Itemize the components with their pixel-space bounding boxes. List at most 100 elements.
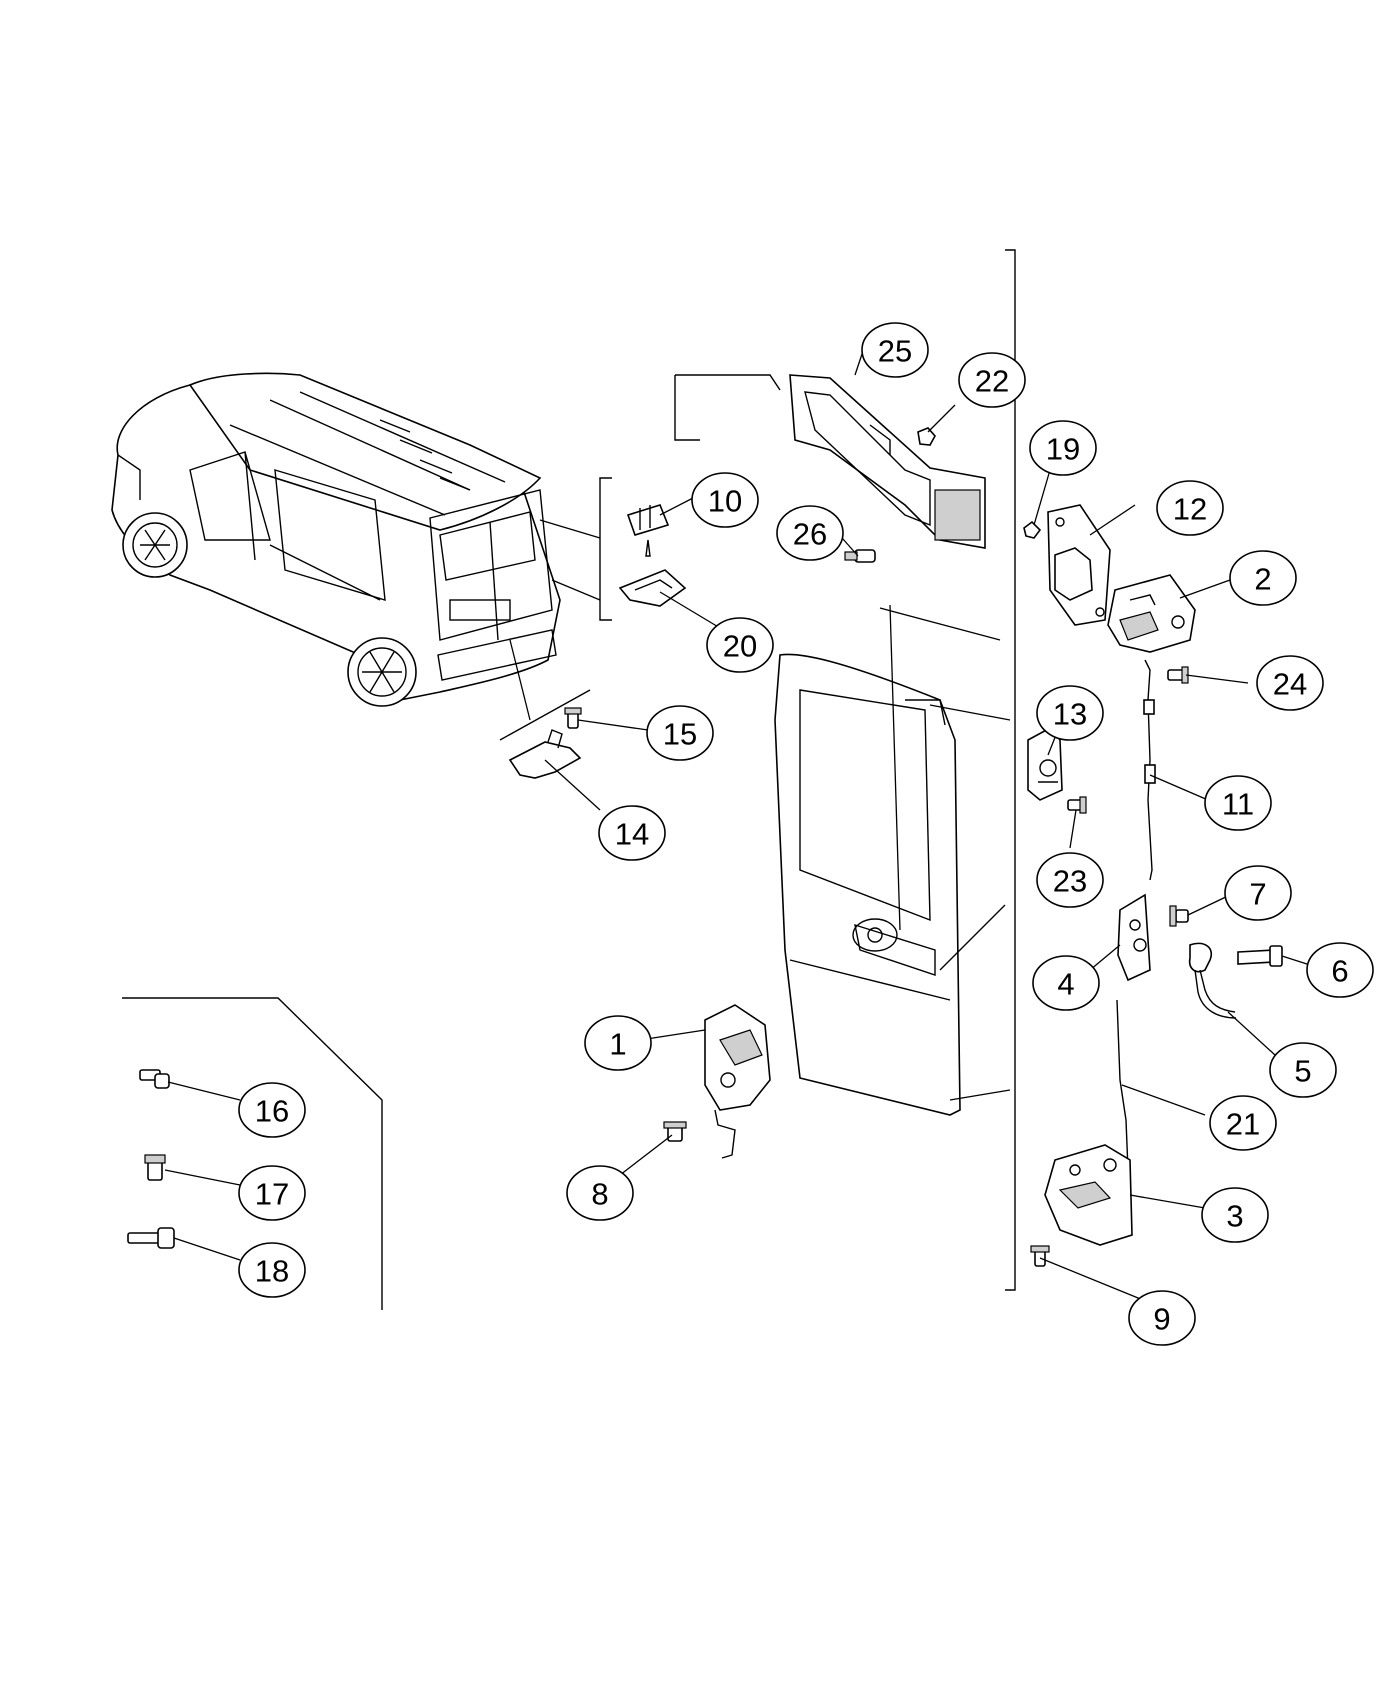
- latch-part-4: [1117, 893, 1151, 982]
- screw-part-9: [1030, 1245, 1050, 1267]
- callout-17: 17: [238, 1165, 306, 1221]
- callout-6: 6: [1306, 942, 1374, 998]
- callout-label: 1: [609, 1027, 626, 1062]
- callout-label: 15: [663, 717, 697, 752]
- callout-circle: [1209, 1095, 1277, 1151]
- callout-13: 13: [1036, 685, 1104, 741]
- callout-circle: [1036, 852, 1104, 908]
- callout-circle: [1156, 480, 1224, 536]
- callout-21: 21: [1209, 1095, 1277, 1151]
- rod-part-21: [1116, 999, 1129, 1171]
- callout-label: 10: [708, 484, 742, 519]
- callout-label: 12: [1173, 492, 1207, 527]
- callout-circle: [1036, 685, 1104, 741]
- screw-part-6: [1237, 945, 1283, 967]
- door-leader-1: [879, 607, 1001, 641]
- callout-12: 12: [1156, 480, 1224, 536]
- vehicle-leader-middle: [551, 579, 601, 601]
- callout-circle: [1269, 1042, 1337, 1098]
- callout-2: 2: [1229, 550, 1297, 606]
- callout-label: 2: [1254, 562, 1271, 597]
- callout-label: 14: [615, 817, 649, 852]
- callout-label: 18: [255, 1254, 289, 1289]
- callout-leaders: [164, 344, 1311, 1301]
- door-leader-3: [949, 1089, 1011, 1101]
- callout-label: 7: [1249, 877, 1266, 912]
- callout-circle: [584, 1015, 652, 1071]
- callout-5: 5: [1269, 1042, 1337, 1098]
- callout-circle: [861, 322, 929, 378]
- callout-circle: [1229, 550, 1297, 606]
- upper-lock-part-2: [1107, 574, 1196, 653]
- callout-label: 13: [1053, 697, 1087, 732]
- callout-9: 9: [1128, 1290, 1196, 1346]
- bolt-part-7: [1169, 905, 1189, 927]
- vehicle-leader-upper: [539, 519, 601, 539]
- callout-label: 22: [975, 364, 1009, 399]
- callout-4: 4: [1032, 955, 1100, 1011]
- callout-circle: [238, 1165, 306, 1221]
- group-bracket-25-top: [674, 375, 700, 441]
- callout-label: 16: [255, 1094, 289, 1129]
- callout-circle: [1029, 420, 1097, 476]
- group-bracket-right: [1005, 249, 1016, 1291]
- bolt-part-18: [127, 1227, 175, 1249]
- callout-label: 3: [1226, 1199, 1243, 1234]
- callout-circle: [691, 472, 759, 528]
- callout-label: 9: [1153, 1302, 1170, 1337]
- callout-15: 15: [646, 705, 714, 761]
- group-bracket-25-line: [675, 374, 781, 391]
- group-bracket-14-15: [499, 689, 591, 741]
- callout-label: 21: [1226, 1107, 1260, 1142]
- callout-8: 8: [566, 1165, 634, 1221]
- group-bracket-10-20: [599, 477, 612, 621]
- callout-22: 22: [958, 352, 1026, 408]
- callout-circle: [238, 1242, 306, 1298]
- callout-label: 19: [1046, 432, 1080, 467]
- callout-circle: [646, 705, 714, 761]
- rod-part-11: [1143, 659, 1156, 881]
- callout-7: 7: [1224, 865, 1292, 921]
- callout-16: 16: [238, 1082, 306, 1138]
- callout-label: 20: [723, 629, 757, 664]
- callout-20: 20: [706, 617, 774, 673]
- callout-1: 1: [584, 1015, 652, 1071]
- door-leader-4: [889, 604, 901, 931]
- callout-circle: [598, 805, 666, 861]
- callout-label: 25: [878, 334, 912, 369]
- callout-circle: [1201, 1187, 1269, 1243]
- bolt-part-16: [139, 1069, 170, 1089]
- callout-18: 18: [238, 1242, 306, 1298]
- fasteners-panel-border: [122, 997, 383, 1310]
- bolt-part-23: [1067, 796, 1087, 814]
- screw-part-15: [564, 707, 582, 729]
- callout-3: 3: [1201, 1187, 1269, 1243]
- hinge-part-13: [1027, 726, 1063, 801]
- callout-circle: [1204, 775, 1272, 831]
- striker-plate-part-12: [1047, 504, 1111, 626]
- callout-circle: [1128, 1290, 1196, 1346]
- callout-label: 23: [1053, 864, 1087, 899]
- nut-part-22: [917, 427, 936, 446]
- rear-door-panel: [774, 653, 961, 1116]
- callout-label: 17: [255, 1177, 289, 1212]
- callout-circle: [1224, 865, 1292, 921]
- washer-part-19: [1023, 520, 1042, 539]
- callout-label: 24: [1273, 667, 1307, 702]
- lower-lock-part-3: [1044, 1144, 1133, 1246]
- callout-11: 11: [1204, 775, 1272, 831]
- lock-actuator-part-1: [704, 1004, 771, 1159]
- callout-bubbles: 1234567891011121314151617181920212223242…: [238, 322, 1374, 1346]
- callout-23: 23: [1036, 852, 1104, 908]
- hinge-bracket-part-14: [508, 729, 582, 779]
- bolt-part-26: [844, 549, 876, 563]
- handle-housing-part: [789, 374, 986, 549]
- vehicle-illustration: [111, 372, 561, 707]
- callout-24: 24: [1256, 655, 1324, 711]
- bracket-part-10: [626, 504, 670, 557]
- callout-26: 26: [776, 505, 844, 561]
- callout-circle: [958, 352, 1026, 408]
- callout-label: 4: [1057, 967, 1074, 1002]
- vehicle-leader-lower: [509, 639, 531, 721]
